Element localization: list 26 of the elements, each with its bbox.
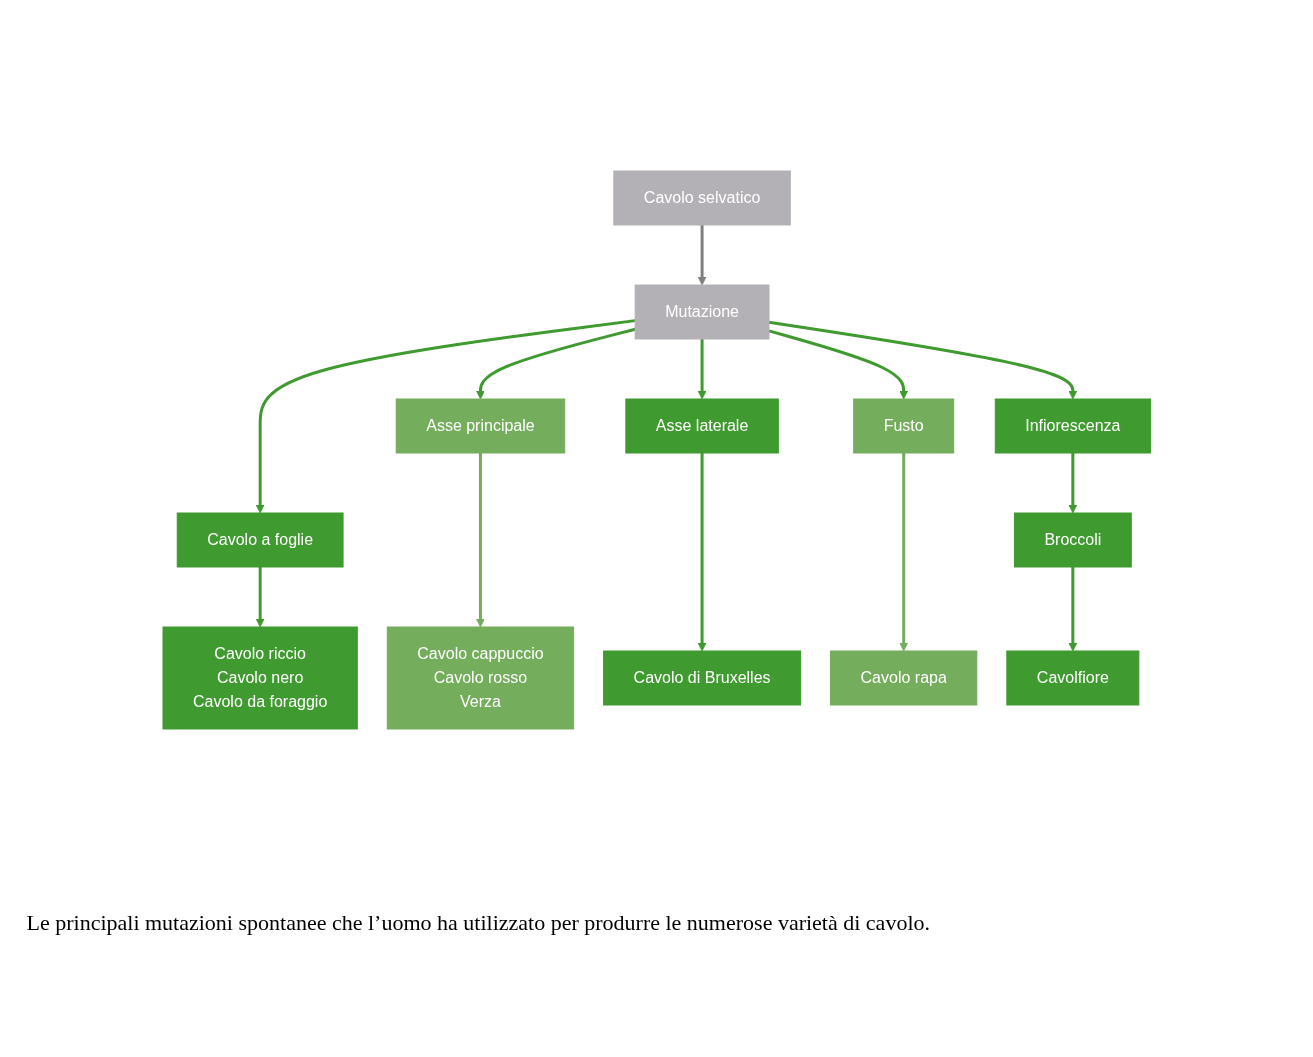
node-box: Cavolo di Bruxelles bbox=[602, 650, 801, 706]
arrow bbox=[697, 453, 707, 652]
node-box: Asse laterale bbox=[625, 398, 779, 454]
arrow bbox=[768, 329, 908, 400]
arrow bbox=[1068, 453, 1078, 514]
arrow bbox=[697, 225, 707, 286]
arrow bbox=[697, 339, 707, 400]
node-box: Cavolo selvatico bbox=[613, 170, 791, 226]
node-box: Infiorescenza bbox=[994, 398, 1151, 454]
node-box: Asse principale bbox=[395, 398, 565, 454]
node-box: Cavolfiore bbox=[1006, 650, 1140, 706]
node-box: Broccoli bbox=[1013, 512, 1132, 568]
node-box: Cavolo a foglie bbox=[176, 512, 344, 568]
node-box: Cavolo cappuccio Cavolo rosso Verza bbox=[386, 626, 574, 730]
node-box: Mutazione bbox=[634, 284, 770, 340]
node-box: Cavolo rapa bbox=[829, 650, 978, 706]
arrow bbox=[255, 319, 636, 514]
arrow bbox=[899, 453, 908, 652]
arrow bbox=[768, 320, 1078, 400]
node-box: Cavolo riccio Cavolo nero Cavolo da foraggio bbox=[162, 626, 358, 730]
arrow bbox=[475, 453, 485, 628]
node-box: Fusto bbox=[852, 398, 954, 454]
arrow bbox=[475, 327, 636, 400]
arrow bbox=[1068, 567, 1078, 652]
caption: Le principali mutazioni spontanee che l’uomo ha utilizzato per produrre le numerose varietà di cavolo. bbox=[25, 909, 931, 937]
arrow bbox=[255, 567, 265, 628]
